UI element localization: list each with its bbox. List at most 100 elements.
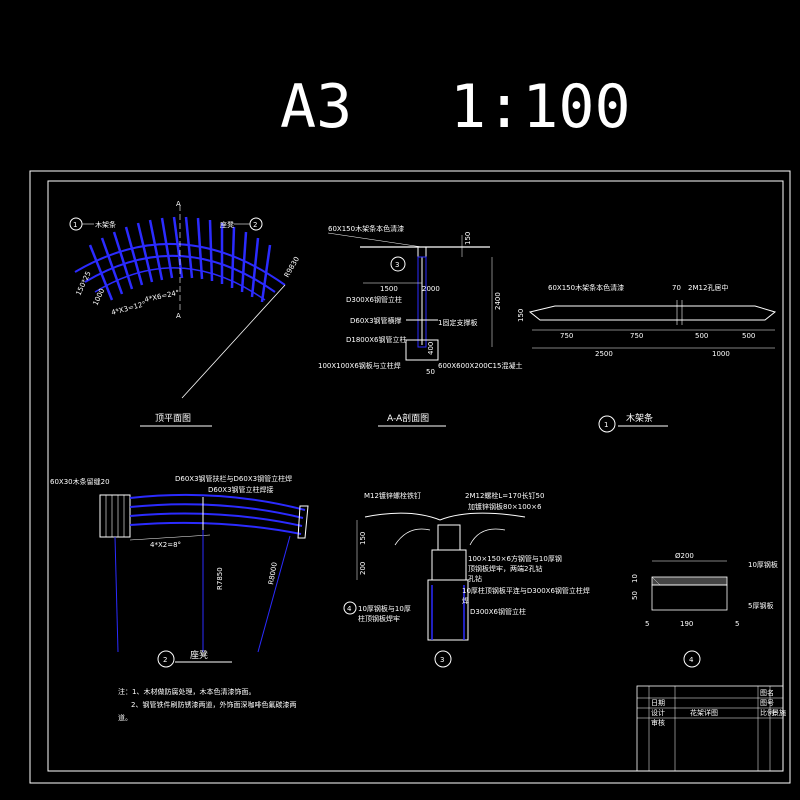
section-post xyxy=(417,256,427,348)
plate-h50: 50 xyxy=(631,591,639,600)
plan-callout-1-num: 1 xyxy=(73,221,77,229)
tb-row-1: 图名 xyxy=(760,688,774,697)
joint-bolt-note: M12镀锌螺栓铁钉 xyxy=(364,491,421,500)
joint-beam-2 xyxy=(439,512,526,521)
section-dim-400: 400 xyxy=(427,342,435,355)
seat-radius-line-1 xyxy=(114,536,119,653)
joint-plate-note: 加镀锌钢板80×100×6 xyxy=(468,502,542,511)
seat-number-circle xyxy=(157,650,175,668)
section-d60: D60X3钢管横撑 xyxy=(350,316,402,325)
drawing-scale: 1:100 xyxy=(450,72,631,142)
joint-curve-1 xyxy=(394,528,431,546)
note-line-1: 注：1、木材做防腐处理，木本色清漆饰面。 xyxy=(118,687,255,696)
plan-dim-12deg: 4*X3=12° xyxy=(110,300,146,317)
tb-row-2: 图号 xyxy=(760,699,774,707)
section-base-plate: 100X100X6钢板与立柱焊 xyxy=(318,361,401,370)
note-line-2: 2、钢管铁件刷防锈漆两道，外饰面深咖啡色氟碳漆两 xyxy=(131,700,296,709)
section-callout-3-num: 3 xyxy=(395,261,399,269)
section-dim-2000: 2000 xyxy=(422,285,440,293)
tb-row-3: 比例 xyxy=(760,708,774,717)
wood-note: 60X150木架条本色清漆 xyxy=(548,283,624,292)
plan-title: 顶平面图 xyxy=(155,413,191,424)
joint-connector xyxy=(437,524,461,551)
section-title: A-A剖面图 xyxy=(387,412,429,424)
section-footing-label: 600X600X200C15混凝土 xyxy=(438,361,522,370)
joint-steel3: 孔钻 xyxy=(468,574,482,583)
section-dim-150: 150 xyxy=(464,232,472,245)
section-view: 150 2400 400 1500 2000 50 3 60X150木架条本色清… xyxy=(318,224,522,427)
tb-drawing-name: 花架详图 xyxy=(690,708,718,717)
section-d1800: D1800X6钢管立柱 xyxy=(346,335,406,344)
plate-hatch xyxy=(651,576,661,586)
seat-title: 座凳 xyxy=(190,649,208,661)
section-dim-50: 50 xyxy=(426,368,435,376)
wood-number-circle xyxy=(598,415,616,433)
wood-t2: 1000 xyxy=(712,350,730,358)
plan-radius-leader xyxy=(181,284,286,399)
seat-angle-dim xyxy=(129,534,211,541)
seat-rail-2 xyxy=(129,503,304,519)
plate-top-label: 10厚钢板 xyxy=(748,560,778,569)
plate-bottom-label: 5厚钢板 xyxy=(748,601,773,610)
joint-ref-4: 4 xyxy=(347,605,352,613)
joint-ref-note1: 10厚钢板与10厚 xyxy=(358,604,411,613)
section-dim-2400: 2400 xyxy=(494,292,502,310)
plate-w190: 190 xyxy=(680,620,693,628)
wood-number: 1 xyxy=(604,421,608,429)
seat-r2: R8000 xyxy=(267,562,279,586)
plan-radius: R9830 xyxy=(283,255,301,279)
section-dim-1500: 1500 xyxy=(380,285,398,293)
section-top-note: 60X150木架条本色清漆 xyxy=(328,224,404,233)
outer-frame xyxy=(29,170,791,784)
seat-end-block xyxy=(99,494,131,538)
plan-section-mark-top: A xyxy=(176,200,181,208)
plan-wood-strip-label: 木架条 xyxy=(95,220,116,229)
joint-weld2: 焊 xyxy=(462,596,469,605)
note-line-3: 道。 xyxy=(118,713,132,722)
seat-wood-note: 60X30木条留缝20 xyxy=(50,477,110,486)
joint-dim-150: 150 xyxy=(359,532,367,545)
joint-number-circle xyxy=(434,650,452,668)
plan-dim-24deg: 4*X6=24° xyxy=(144,289,180,304)
plate-number: 4 xyxy=(689,656,694,664)
plate-h10: 10 xyxy=(631,574,639,583)
plan-seat-label: 座凳 xyxy=(220,220,234,229)
plate-body xyxy=(651,584,728,611)
wood-s3: 500 xyxy=(695,332,708,340)
title-block: 图名 图号 比例 日期 设计 审核 花架详图 景施 xyxy=(636,685,786,772)
section-pad: 1固定支撑板 xyxy=(438,318,477,327)
seat-r1: R7850 xyxy=(216,567,224,590)
wood-strip-view: 60X150木架条本色清漆 70 2M12孔居中 150 750 750 500… xyxy=(517,283,777,433)
sheet-size: A3 xyxy=(280,72,352,142)
joint-post-outline xyxy=(427,579,469,641)
plate-d5: 5 xyxy=(645,620,649,628)
section-footing xyxy=(405,339,439,361)
plan-dim-150x25: 150*25 xyxy=(75,270,93,297)
plan-slats xyxy=(88,216,272,303)
tb-row-5: 设计 xyxy=(651,708,665,717)
seat-end-slats xyxy=(105,495,125,537)
joint-ref-4-circle xyxy=(343,601,357,615)
plate-number-circle xyxy=(683,650,701,668)
joint-beam-1 xyxy=(364,512,441,521)
section-d300: D300X6钢管立柱 xyxy=(346,295,402,304)
seat-rail-1 xyxy=(129,493,306,511)
plate-dia: Ø200 xyxy=(675,552,694,560)
joint-collar xyxy=(431,549,467,581)
seat-pipe-note: D60X3钢管扶栏与D60X3钢管立柱焊 xyxy=(175,474,292,483)
wood-t1: 2500 xyxy=(595,350,613,358)
joint-ref-note2: 柱顶钢板焊牢 xyxy=(358,614,400,623)
plan-view: A A R9830 1 木架条 2 座凳 150*25 1000 4*X3=12… xyxy=(69,200,301,427)
seat-view: 4*X2=8° R7850 R8000 60X30木条留缝20 D60X3钢管扶… xyxy=(50,474,309,668)
tb-row-4: 日期 xyxy=(651,699,665,707)
joint-bolt2-note: 2M12螺栓L=170长钉50 xyxy=(465,491,544,500)
seat-pipe2-note: D60X3钢管立柱焊接 xyxy=(208,485,274,494)
joint-dim-200: 200 xyxy=(359,562,367,575)
section-cap xyxy=(417,246,427,258)
section-callout-3 xyxy=(390,256,406,272)
seat-rail-3 xyxy=(129,512,303,527)
wood-strip-profile xyxy=(528,305,777,321)
seat-radius-line-3 xyxy=(257,535,291,653)
plate-d5b: 5 xyxy=(735,620,739,628)
